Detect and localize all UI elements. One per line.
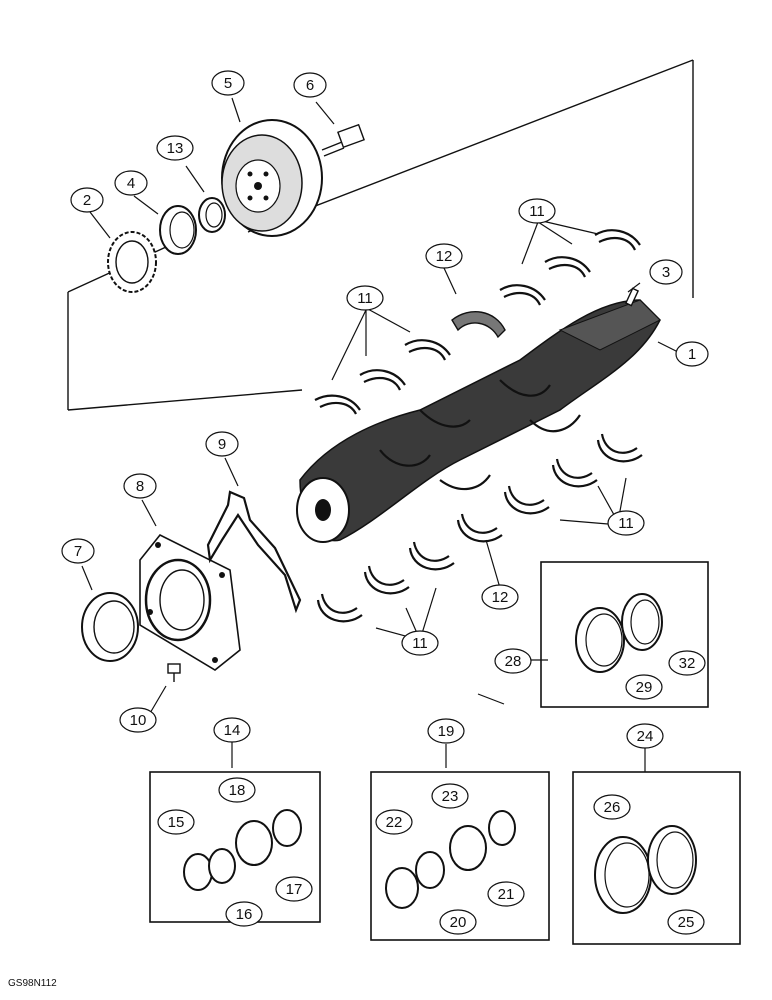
- callout-21: 21: [487, 881, 525, 907]
- callout-24: 24: [626, 723, 664, 749]
- housing-bolt: [167, 663, 181, 682]
- kit-box-19: [370, 771, 550, 941]
- callout-7: 7: [61, 538, 95, 564]
- kit-24-parts: [594, 825, 697, 914]
- crankshaft: [296, 299, 661, 543]
- callout-2: 2: [70, 187, 104, 213]
- callout-15: 15: [157, 809, 195, 835]
- crankshaft-pulley: [221, 119, 323, 237]
- callout-23: 23: [431, 783, 469, 809]
- svg-text:9: 9: [218, 436, 226, 453]
- svg-text:8: 8: [136, 478, 144, 495]
- callout-11-bottom-right: 11: [607, 510, 645, 536]
- callout-17: 17: [275, 876, 313, 902]
- callout-5: 5: [211, 70, 245, 96]
- svg-text:21: 21: [498, 886, 515, 903]
- kit-box-24: [572, 771, 741, 945]
- rear-seal: [81, 592, 139, 662]
- svg-text:23: 23: [442, 788, 459, 805]
- callout-13: 13: [156, 135, 194, 161]
- svg-text:4: 4: [127, 175, 135, 192]
- svg-text:19: 19: [438, 723, 455, 740]
- callouts: 1 2 3 4 5 6 7 8 9 10 11 11 11 11 12 12 1…: [61, 70, 709, 935]
- callout-4: 4: [114, 170, 148, 196]
- front-seal: [198, 197, 226, 233]
- svg-text:16: 16: [236, 906, 253, 923]
- callout-9: 9: [205, 431, 239, 457]
- callout-1: 1: [675, 341, 709, 367]
- svg-text:28: 28: [505, 653, 522, 670]
- svg-text:10: 10: [130, 712, 147, 729]
- kit-box-28: [540, 561, 709, 708]
- callout-11-bottom-left: 11: [401, 630, 439, 656]
- callout-26: 26: [593, 794, 631, 820]
- svg-text:18: 18: [229, 782, 246, 799]
- dowel-pin: [624, 287, 640, 307]
- callout-8: 8: [123, 473, 157, 499]
- svg-text:11: 11: [529, 203, 545, 220]
- svg-text:15: 15: [168, 814, 185, 831]
- svg-text:32: 32: [679, 655, 696, 672]
- callout-25: 25: [667, 909, 705, 935]
- callout-10: 10: [119, 707, 157, 733]
- lower-bearing-shells: [316, 433, 643, 623]
- svg-text:7: 7: [74, 543, 82, 560]
- svg-text:13: 13: [167, 140, 184, 157]
- callout-29: 29: [625, 674, 663, 700]
- svg-text:11: 11: [412, 635, 428, 652]
- svg-text:11: 11: [618, 515, 634, 532]
- rear-seal-housing: [139, 533, 241, 671]
- kit-19-parts: [385, 810, 516, 909]
- callout-11-top-right: 11: [518, 198, 556, 224]
- callout-28: 28: [494, 648, 532, 674]
- callout-20: 20: [439, 909, 477, 935]
- callout-19: 19: [427, 718, 465, 744]
- callout-22: 22: [375, 809, 413, 835]
- callout-18: 18: [218, 777, 256, 803]
- callout-16: 16: [225, 901, 263, 927]
- kit-28-parts: [575, 593, 663, 673]
- rear-housing-gasket: [206, 490, 302, 614]
- callout-14: 14: [213, 717, 251, 743]
- svg-text:26: 26: [604, 799, 621, 816]
- wear-sleeve: [159, 205, 197, 255]
- figure-code: GS98N112: [8, 978, 57, 989]
- callout-3: 3: [649, 259, 683, 285]
- callout-32: 32: [668, 650, 706, 676]
- svg-text:24: 24: [637, 728, 654, 745]
- svg-text:25: 25: [678, 914, 695, 931]
- svg-text:29: 29: [636, 679, 653, 696]
- svg-text:11: 11: [357, 290, 373, 307]
- svg-text:12: 12: [492, 589, 509, 606]
- callout-12-top: 12: [425, 243, 463, 269]
- crankshaft-gear: [107, 231, 157, 293]
- svg-text:20: 20: [450, 914, 467, 931]
- svg-text:6: 6: [306, 77, 314, 94]
- svg-text:17: 17: [286, 881, 303, 898]
- svg-text:14: 14: [224, 722, 241, 739]
- svg-text:12: 12: [436, 248, 453, 265]
- svg-text:22: 22: [386, 814, 403, 831]
- svg-text:3: 3: [662, 264, 670, 281]
- callout-11-top-left: 11: [346, 285, 384, 311]
- callout-12-bottom: 12: [481, 584, 519, 610]
- svg-text:5: 5: [224, 75, 232, 92]
- pulley-bolt: [321, 123, 365, 157]
- callout-6: 6: [293, 72, 327, 98]
- upper-bearing-shells: [314, 229, 641, 415]
- svg-text:1: 1: [688, 346, 696, 363]
- svg-text:2: 2: [83, 192, 91, 209]
- kit-14-parts: [183, 809, 302, 891]
